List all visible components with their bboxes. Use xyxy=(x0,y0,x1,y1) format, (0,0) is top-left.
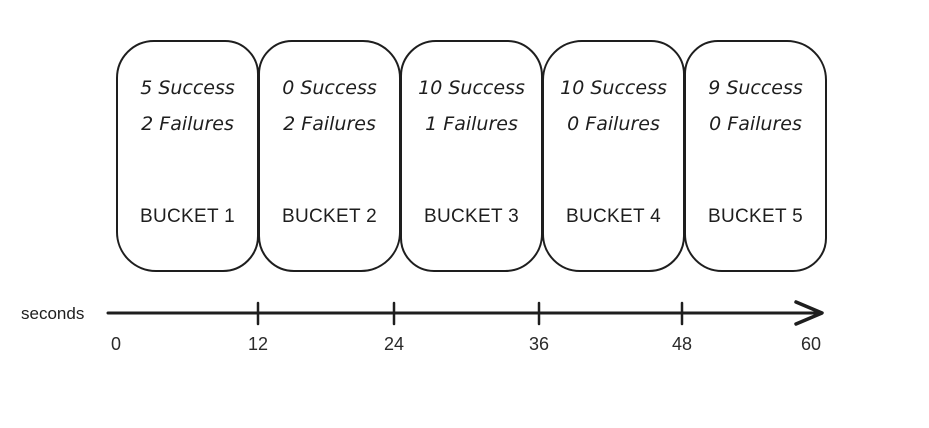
bucket-5-title: BUCKET 5 xyxy=(708,206,803,227)
bucket-4-success-count: 10 Success xyxy=(560,77,667,99)
bucket-1-stats: 5 Success 2 Failures xyxy=(140,70,235,142)
bucket-1: 5 Success 2 Failures BUCKET 1 xyxy=(116,40,259,272)
bucket-5-failures-count: 0 Failures xyxy=(709,113,802,135)
bucket-4-failures-count: 0 Failures xyxy=(567,113,660,135)
bucket-3: 10 Success 1 Failures BUCKET 3 xyxy=(400,40,543,272)
bucket-1-failures-count: 2 Failures xyxy=(141,113,234,135)
bucket-4-title: BUCKET 4 xyxy=(566,206,661,227)
tick-label-36: 36 xyxy=(528,334,550,354)
tick-label-60: 60 xyxy=(800,334,822,354)
tick-label-12: 12 xyxy=(247,334,269,354)
axis-arrowhead-icon xyxy=(794,300,824,326)
bucket-2: 0 Success 2 Failures BUCKET 2 xyxy=(258,40,401,272)
bucket-5-success-count: 9 Success xyxy=(708,77,803,99)
axis-unit-label: seconds xyxy=(21,304,85,323)
bucket-3-success-count: 10 Success xyxy=(418,77,525,99)
bucket-4-stats: 10 Success 0 Failures xyxy=(560,70,667,142)
bucket-2-stats: 0 Success 2 Failures xyxy=(282,70,377,142)
tick-label-24: 24 xyxy=(383,334,405,354)
bucket-4: 10 Success 0 Failures BUCKET 4 xyxy=(542,40,685,272)
bucket-3-title: BUCKET 3 xyxy=(424,206,519,227)
bucket-3-stats: 10 Success 1 Failures xyxy=(418,70,525,142)
tick-label-48: 48 xyxy=(671,334,693,354)
bucket-1-success-count: 5 Success xyxy=(140,77,235,99)
bucket-2-title: BUCKET 2 xyxy=(282,206,377,227)
tick-label-0: 0 xyxy=(110,334,122,354)
bucket-3-failures-count: 1 Failures xyxy=(425,113,518,135)
bucket-2-success-count: 0 Success xyxy=(282,77,377,99)
bucket-1-title: BUCKET 1 xyxy=(140,206,235,227)
time-axis xyxy=(106,300,824,326)
bucket-2-failures-count: 2 Failures xyxy=(283,113,376,135)
bucket-5-stats: 9 Success 0 Failures xyxy=(708,70,803,142)
bucket-5: 9 Success 0 Failures BUCKET 5 xyxy=(684,40,827,272)
